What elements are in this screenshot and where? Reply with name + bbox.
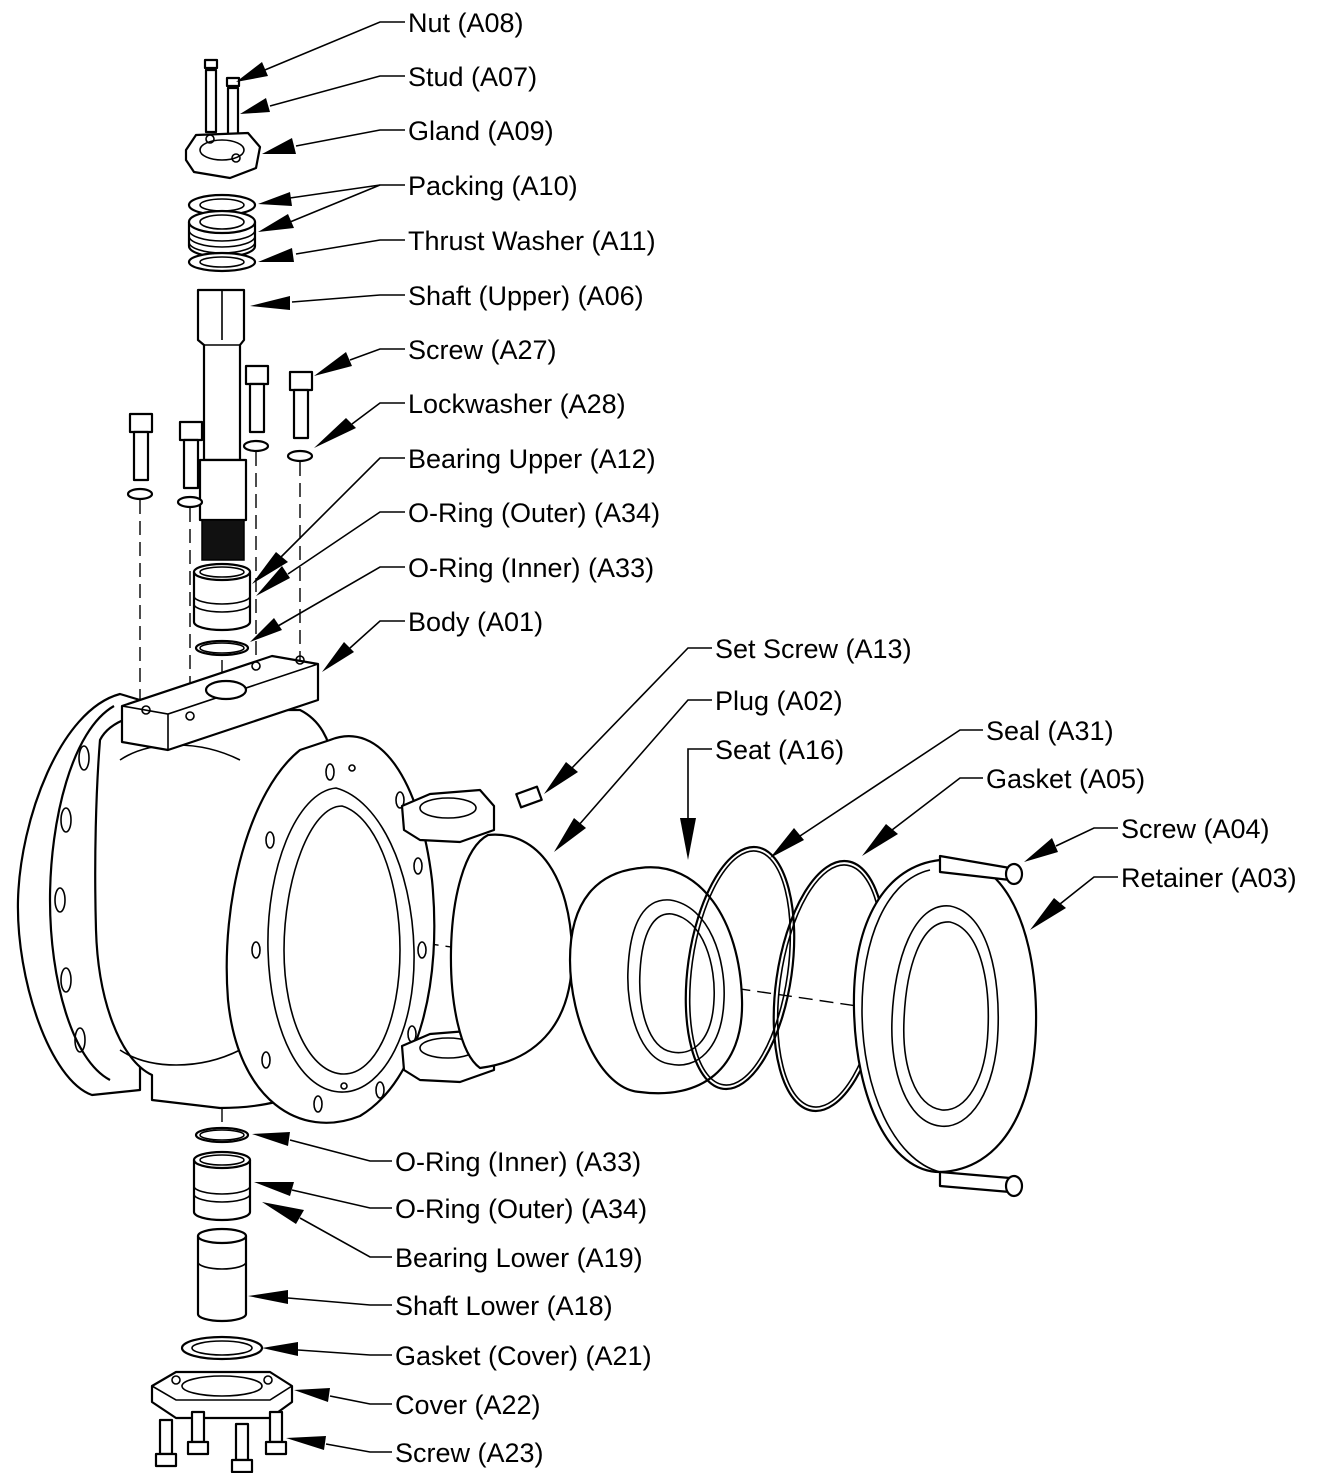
label-o-ring-outer-a34-top: O-Ring (Outer) (A34) [408,498,660,528]
screw-a04-part [938,854,1024,1198]
label-cover-a22: Cover (A22) [395,1390,541,1420]
label-gasket-a05: Gasket (A05) [986,764,1145,794]
callout-labels: Nut (A08) Stud (A07) Gland (A09) Packing… [395,8,1297,1468]
label-packing-a10: Packing (A10) [408,171,578,201]
bearing-upper-part [192,562,252,632]
label-plug-a02: Plug (A02) [715,686,843,716]
label-bearing-lower-a19: Bearing Lower (A19) [395,1243,643,1273]
valve-body-part [16,654,436,1124]
seal-part [684,845,796,1091]
set-screw-part [515,785,543,809]
retainer-part [852,857,1038,1174]
label-screw-a23: Screw (A23) [395,1438,544,1468]
label-o-ring-outer-a34-bottom: O-Ring (Outer) (A34) [395,1194,647,1224]
shaft-upper-part [196,288,248,561]
cover-part [150,1370,294,1420]
label-retainer-a03: Retainer (A03) [1121,863,1297,893]
label-seat-a16: Seat (A16) [715,735,844,765]
label-body-a01: Body (A01) [408,607,543,637]
label-shaft-lower-a18: Shaft Lower (A18) [395,1291,613,1321]
screw-a23-part [154,1410,288,1473]
label-screw-a27: Screw (A27) [408,335,557,365]
leader-lines [236,21,1118,1453]
label-o-ring-inner-a33-top: O-Ring (Inner) (A33) [408,553,654,583]
label-seal-a31: Seal (A31) [986,716,1114,746]
label-shaft-upper-a06: Shaft (Upper) (A06) [408,281,644,311]
label-lockwasher-a28: Lockwasher (A28) [408,389,626,419]
gland-part [184,131,262,180]
packing-part [187,193,257,259]
label-bearing-upper-a12: Bearing Upper (A12) [408,444,656,474]
label-gasket-cover-a21: Gasket (Cover) (A21) [395,1341,652,1371]
seat-part [568,866,744,1095]
label-thrust-washer-a11: Thrust Washer (A11) [408,226,656,256]
label-screw-a04: Screw (A04) [1121,814,1270,844]
label-set-screw-a13: Set Screw (A13) [715,634,912,664]
o-ring-inner-bottom-part [194,1126,250,1144]
label-stud-a07: Stud (A07) [408,62,537,92]
label-gland-a09: Gland (A09) [408,116,554,146]
plug-part [400,788,574,1084]
label-nut-a08: Nut (A08) [408,8,524,38]
upper-screws-part [126,364,314,509]
label-o-ring-inner-a33-bottom: O-Ring (Inner) (A33) [395,1147,641,1177]
bearing-lower-part [192,1150,252,1222]
shaft-lower-part [196,1227,248,1323]
nut-part [203,58,241,88]
thrust-washer-part [187,251,257,273]
o-ring-inner-top-part [194,639,250,657]
gasket-cover-part [180,1335,264,1361]
